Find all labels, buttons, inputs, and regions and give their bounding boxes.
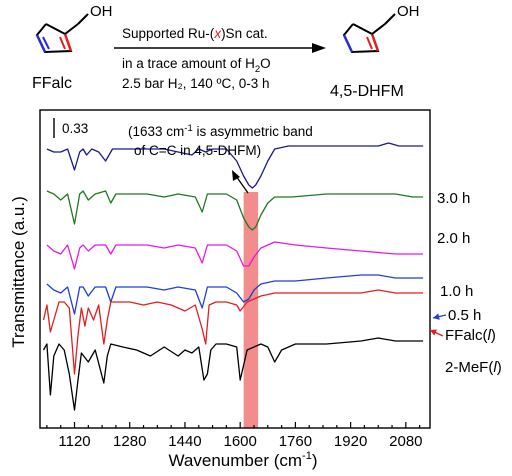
reaction-arrowhead	[312, 43, 326, 53]
x-tick-label: 1760	[279, 433, 312, 450]
product-structure: OH	[342, 3, 420, 54]
reactant-oh-label: OH	[90, 3, 113, 20]
annotation-line-1: (1633 cm-1 is asymmetric band	[128, 123, 313, 139]
series-layer	[42, 142, 424, 411]
y-axis-label: Transmittance (a.u.)	[9, 196, 28, 347]
highlight-band	[243, 192, 259, 428]
series-label: 2.0 h	[437, 230, 470, 247]
condition-line-3: 2.5 bar H₂, 140 ºC, 0-3 h	[122, 76, 270, 91]
annotation-arrowhead	[232, 170, 240, 181]
product-red-bond	[370, 33, 380, 52]
x-tick-label: 1280	[113, 433, 146, 450]
x-tick-label: 1600	[223, 433, 256, 450]
label-pointer-arrow-head	[430, 329, 437, 336]
series-label: 1.0 h	[440, 283, 473, 300]
series-line	[46, 241, 424, 270]
reactant-blue-double	[42, 36, 50, 50]
x-axis-ticks: 1120 1280 1440 1600 1760 1920 2080	[46, 422, 423, 450]
annotation-arrow	[235, 175, 249, 194]
series-label: 0.5 h	[448, 307, 481, 324]
plot-frame	[39, 109, 431, 429]
product-label: 4,5-DHFM	[330, 83, 404, 100]
reactant-blue-bond	[35, 34, 47, 53]
series-label: 3.0 h	[437, 190, 470, 207]
x-tick-label: 1440	[168, 433, 201, 450]
series-line	[42, 337, 424, 411]
scale-bar-label: 0.33	[62, 121, 88, 136]
catalyst-text: Supported Ru-(x)Sn cat.	[122, 26, 268, 41]
annotation-line-2: of C=C in 4,5-DHFM)	[134, 143, 261, 158]
x-axis-label: Wavenumber (cm-1)	[169, 450, 318, 470]
x-tick-label: 1920	[334, 433, 367, 450]
series-line	[42, 289, 424, 375]
condition-line-2: in a trace amount of H2O	[122, 56, 271, 75]
series-label: FFalc(l)	[445, 327, 496, 344]
series-line	[46, 190, 424, 231]
reactant-red-bond	[63, 33, 73, 52]
series-line	[46, 142, 424, 189]
product-oh-label: OH	[397, 3, 420, 20]
x-tick-label: 1120	[58, 433, 90, 450]
catalyst-variable: x	[213, 26, 222, 41]
label-pointer-arrow-head	[433, 313, 440, 320]
product-blue-bond	[342, 34, 354, 53]
series-label: 2-MeF(l)	[445, 359, 502, 376]
reactant-red-double	[59, 36, 66, 50]
reactant-label: FFalc	[32, 75, 72, 92]
ftir-chart: 1120 1280 1440 1600 1760 1920 2080 3.0 h 2.0 h 1…	[9, 109, 502, 470]
product-red-double	[366, 36, 373, 50]
reaction-scheme: OH FFalc Supported Ru-(x)Sn cat. in a tr…	[32, 3, 420, 100]
x-tick-label: 2080	[389, 433, 422, 450]
series-labels: 3.0 h 2.0 h 1.0 h 0.5 h FFalc(l) 2-MeF(l)	[429, 190, 502, 376]
series-line	[46, 274, 424, 315]
reactant-structure: OH	[35, 3, 113, 54]
